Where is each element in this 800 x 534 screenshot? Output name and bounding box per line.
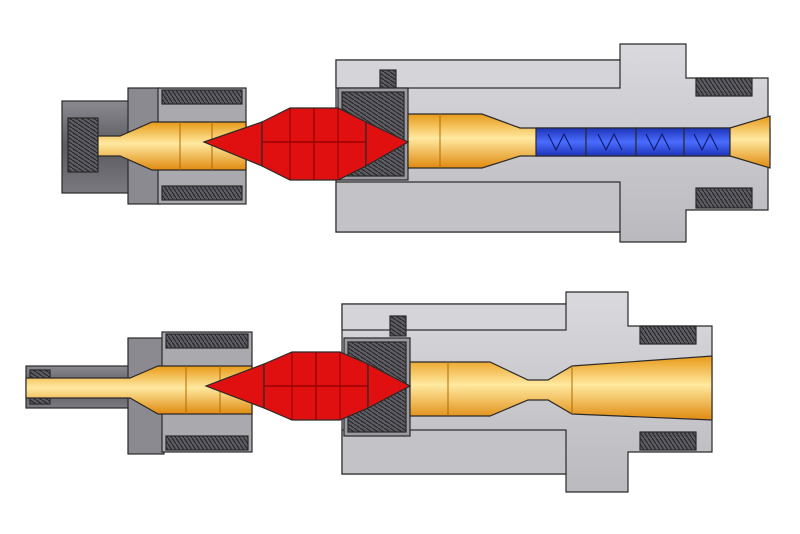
bottom-left-nut-thread-upper xyxy=(165,333,249,349)
blue-module xyxy=(535,127,587,157)
bottom-main-bore xyxy=(409,355,713,421)
top-blue-modules xyxy=(535,127,731,157)
top-left-nut-thread-lower xyxy=(161,185,243,201)
top-right-end-thread-upper xyxy=(695,77,753,97)
bottom-right-end-thread-upper xyxy=(639,325,697,345)
top-left-inner-thread xyxy=(67,117,99,173)
top-assembly xyxy=(61,43,771,243)
bottom-left-nut-thread-lower xyxy=(165,435,249,451)
top-exit-cone xyxy=(729,115,771,169)
top-left-nut-thread-upper xyxy=(161,89,243,105)
blue-module xyxy=(635,127,685,157)
blue-module xyxy=(683,127,731,157)
bottom-assembly xyxy=(25,291,713,493)
blue-module xyxy=(585,127,637,157)
bottom-red-insert xyxy=(204,351,412,421)
top-left-bore xyxy=(97,121,247,171)
bottom-left-bore xyxy=(25,365,253,415)
top-red-insert xyxy=(202,107,410,181)
top-right-end-thread-lower xyxy=(695,187,753,209)
bottom-set-screw xyxy=(389,315,407,337)
bottom-right-end-thread-lower xyxy=(639,431,697,451)
